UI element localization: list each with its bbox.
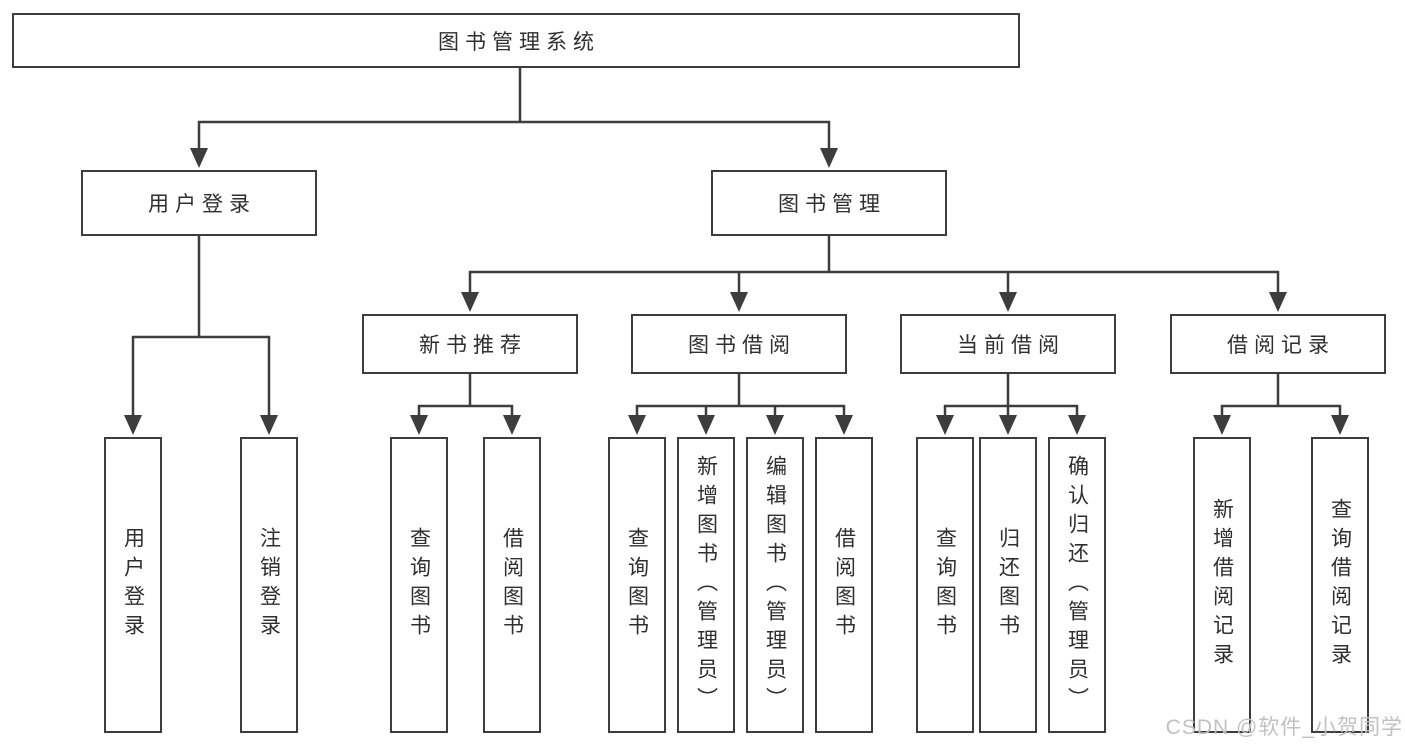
leaf-add-borrow-record: 新增借阅记录 [1193,437,1251,733]
arrow-down-icon [766,415,784,435]
leaf-query-books-borrow-label: 查询图书 [625,527,649,643]
arrow-down-icon [730,292,748,312]
arrow-down-icon [260,415,278,435]
connector-borrow-records-children [1213,372,1349,435]
node-book-borrow: 图书借阅 [631,314,847,374]
node-user-login-label: 用户登录 [148,193,256,216]
connector-root-to-level2 [190,66,838,168]
node-root-label: 图书管理系统 [438,30,600,54]
node-borrow-records-label: 借阅记录 [1227,334,1335,357]
leaf-query-books-rec-label: 查询图书 [407,527,431,643]
leaf-logout-login: 注销登录 [240,437,298,733]
leaf-add-borrow-record-label: 新增借阅记录 [1210,498,1234,672]
leaf-return-books: 归还图书 [979,437,1037,733]
node-book-borrow-label: 图书借阅 [688,334,796,357]
leaf-query-books-current: 查询图书 [916,437,974,733]
leaf-add-books-admin-label: 新增图书（管理员） [694,454,718,716]
node-new-book-rec: 新书推荐 [362,314,578,374]
connector-book-mgmt-to-level3 [461,234,1287,312]
leaf-return-books-label: 归还图书 [996,527,1020,643]
node-book-mgmt: 图书管理 [711,170,947,236]
arrow-down-icon [820,148,838,168]
arrow-down-icon [190,148,208,168]
leaf-query-books-current-label: 查询图书 [933,527,957,643]
arrow-down-icon [124,415,142,435]
arrow-down-icon [1331,415,1349,435]
arrow-down-icon [1068,415,1086,435]
node-user-login: 用户登录 [81,170,317,236]
leaf-add-books-admin: 新增图书（管理员） [677,437,735,733]
node-current-borrow-label: 当前借阅 [957,334,1065,357]
arrow-down-icon [697,415,715,435]
node-book-mgmt-label: 图书管理 [778,193,886,216]
arrow-down-icon [1213,415,1231,435]
leaf-edit-books-admin-label: 编辑图书（管理员） [763,454,787,716]
csdn-watermark: CSDN @软件_小贺同学 [1165,716,1403,739]
arrow-down-icon [410,415,428,435]
node-root-system: 图书管理系统 [12,13,1020,68]
leaf-query-books-rec: 查询图书 [390,437,448,733]
arrow-down-icon [503,415,521,435]
arrow-down-icon [461,292,479,312]
arrow-down-icon [835,415,853,435]
connector-new-book-rec-children [410,372,521,435]
node-current-borrow: 当前借阅 [900,314,1116,374]
leaf-user-login-label: 用户登录 [121,527,145,643]
node-new-book-rec-label: 新书推荐 [419,334,527,357]
connector-book-borrow-children [628,372,853,435]
leaf-borrow-books: 借阅图书 [815,437,873,733]
connector-user-login-children [124,234,278,435]
leaf-logout-login-label: 注销登录 [257,527,281,643]
leaf-confirm-return-admin-label: 确认归还（管理员） [1065,454,1089,716]
leaf-edit-books-admin: 编辑图书（管理员） [746,437,804,733]
arrow-down-icon [999,292,1017,312]
arrow-down-icon [628,415,646,435]
leaf-borrow-books-rec: 借阅图书 [483,437,541,733]
leaf-borrow-books-rec-label: 借阅图书 [500,527,524,643]
leaf-borrow-books-label: 借阅图书 [832,527,856,643]
leaf-query-books-borrow: 查询图书 [608,437,666,733]
node-borrow-records: 借阅记录 [1170,314,1386,374]
leaf-confirm-return-admin: 确认归还（管理员） [1048,437,1106,733]
leaf-query-borrow-record-label: 查询借阅记录 [1328,498,1352,672]
arrow-down-icon [999,415,1017,435]
arrow-down-icon [1269,292,1287,312]
arrow-down-icon [936,415,954,435]
leaf-user-login: 用户登录 [104,437,162,733]
connector-current-borrow-children [936,372,1086,435]
leaf-query-borrow-record: 查询借阅记录 [1311,437,1369,733]
